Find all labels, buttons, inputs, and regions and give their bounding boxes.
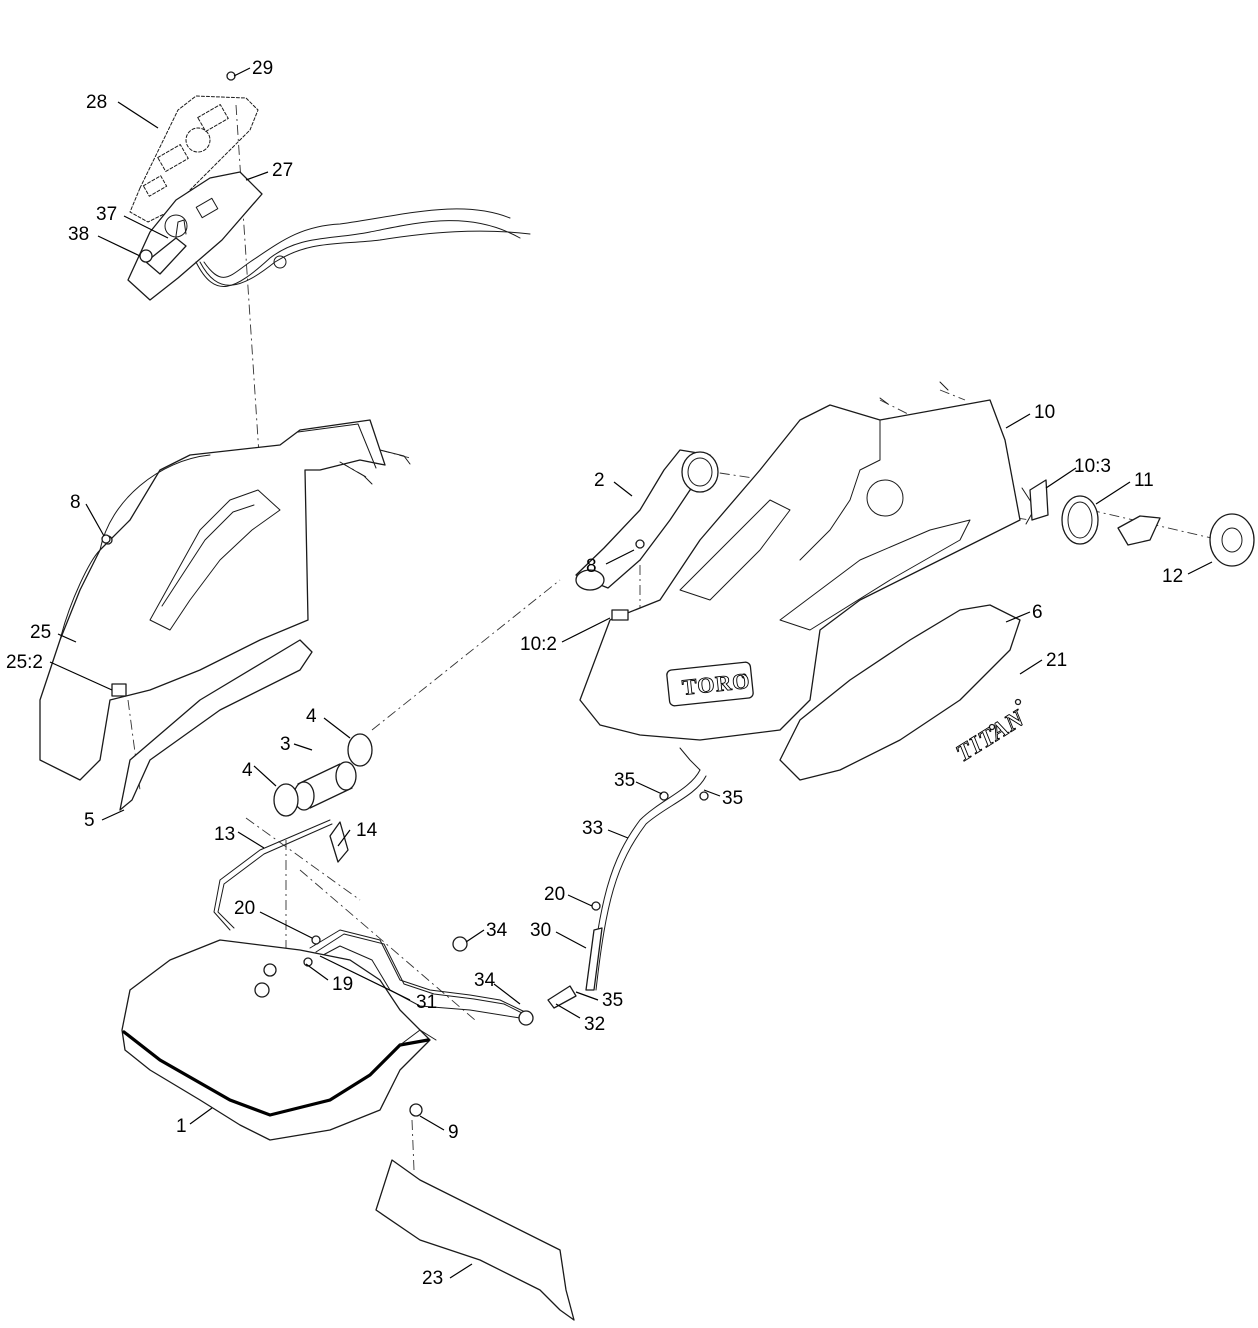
strip-5 bbox=[119, 639, 313, 811]
callout-10-2: 10:2 bbox=[520, 634, 557, 655]
callout-34-top: 34 bbox=[486, 920, 508, 941]
callout-23: 23 bbox=[422, 1268, 443, 1289]
callout-35-top-left: 35 bbox=[614, 770, 635, 791]
wire-harness bbox=[195, 208, 531, 288]
hood-10 bbox=[579, 381, 1036, 741]
callout-33: 33 bbox=[582, 818, 603, 839]
callout-8-right: 8 bbox=[586, 556, 597, 577]
callout-9: 9 bbox=[448, 1122, 459, 1143]
callout-19: 19 bbox=[332, 974, 353, 995]
guard-23 bbox=[375, 1159, 575, 1321]
shield-6 bbox=[779, 604, 1022, 781]
callout-1: 1 bbox=[176, 1116, 187, 1137]
hose-3 bbox=[273, 733, 373, 817]
callout-25-2: 25:2 bbox=[6, 652, 43, 673]
callout-21: 21 bbox=[1046, 650, 1067, 671]
callout-37: 37 bbox=[96, 204, 117, 225]
callout-29: 29 bbox=[252, 58, 273, 79]
vent-hose-33 bbox=[589, 747, 707, 991]
callout-10-3: 10:3 bbox=[1074, 456, 1111, 477]
fuel-cap-parts bbox=[1029, 479, 1255, 567]
callout-14: 14 bbox=[356, 820, 378, 841]
callout-34-bottom: 34 bbox=[474, 970, 496, 991]
callout-35-bottom: 35 bbox=[602, 990, 623, 1011]
callout-8-left: 8 bbox=[70, 492, 81, 513]
shroud-25 bbox=[39, 419, 411, 781]
panel-27 bbox=[127, 171, 263, 301]
callout-30: 30 bbox=[530, 920, 551, 941]
callout-20-right: 20 bbox=[544, 884, 565, 905]
callout-2: 2 bbox=[594, 470, 605, 491]
leader-lines bbox=[49, 67, 1213, 1279]
shield-brand-text: TITAN bbox=[952, 705, 1031, 768]
callout-27: 27 bbox=[272, 160, 293, 181]
fasteners bbox=[101, 71, 709, 1117]
callout-13: 13 bbox=[214, 824, 235, 845]
callout-25: 25 bbox=[30, 622, 51, 643]
callout-5: 5 bbox=[84, 810, 95, 831]
callout-10: 10 bbox=[1034, 402, 1055, 423]
callout-3: 3 bbox=[280, 734, 291, 755]
fuel-tank-1 bbox=[121, 939, 437, 1141]
callout-12: 12 bbox=[1162, 566, 1183, 587]
plate-28 bbox=[129, 95, 259, 223]
callout-4-bottom: 4 bbox=[242, 760, 253, 781]
callout-6: 6 bbox=[1032, 602, 1043, 623]
callout-20-left: 20 bbox=[234, 898, 255, 919]
callout-31: 31 bbox=[416, 992, 437, 1013]
callout-32: 32 bbox=[584, 1014, 605, 1035]
callout-35-top-right: 35 bbox=[722, 788, 743, 809]
callout-38: 38 bbox=[68, 224, 89, 245]
callout-11: 11 bbox=[1134, 470, 1154, 491]
duct-2 bbox=[575, 449, 719, 591]
callout-4-top: 4 bbox=[306, 706, 317, 727]
vent-tube-13 bbox=[213, 819, 349, 931]
callout-28: 28 bbox=[86, 92, 107, 113]
tube-30 bbox=[452, 927, 603, 1026]
callout-labels: 29 28 27 37 38 8 25 25:2 5 2 10 10:3 11 … bbox=[6, 58, 1183, 1289]
